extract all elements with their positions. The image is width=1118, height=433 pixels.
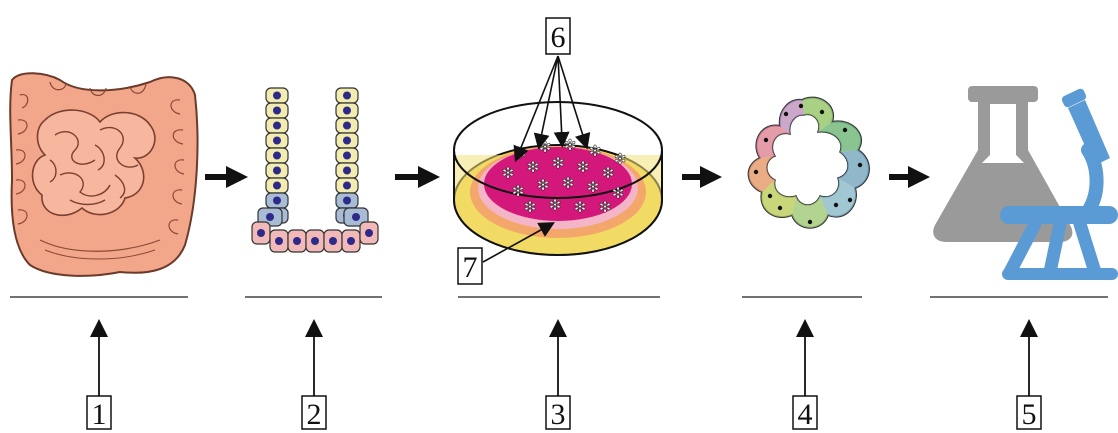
cell-nucleus (275, 237, 283, 245)
cell-nucleus (343, 92, 351, 100)
cell-nucleus (273, 122, 281, 130)
organoid-mark: ✻ (599, 198, 612, 216)
organoid-mark: ✻ (612, 184, 625, 202)
svg-text:7: 7 (463, 251, 478, 284)
svg-text:3: 3 (551, 398, 566, 431)
organoid-mark: ✻ (502, 164, 515, 182)
cell-nucleus (343, 197, 351, 205)
step-label-1: 1 (87, 328, 111, 431)
organoid-mark: ✻ (614, 150, 627, 168)
organoid-mark: ✻ (564, 136, 577, 154)
organoid-mark: ✻ (552, 154, 565, 172)
cell-nucleus (293, 237, 301, 245)
organoid-mark: ✻ (527, 158, 540, 176)
organoid-icon (749, 98, 869, 228)
cell-nucleus (347, 237, 355, 245)
svg-text:2: 2 (307, 398, 322, 431)
organoid-mark: ✻ (574, 198, 587, 216)
step-label-5: 5 (1017, 328, 1041, 431)
cell-nucleus (273, 137, 281, 145)
organoid-mark: ✻ (514, 144, 527, 162)
cell-nucleus (343, 152, 351, 160)
step-label-4: 4 (793, 328, 817, 431)
step-label-2: 2 (302, 328, 326, 431)
flow-arrow-1-2 (205, 166, 248, 188)
cell-nucleus (257, 229, 265, 237)
cell-nucleus (343, 137, 351, 145)
intestine-icon (10, 73, 197, 276)
organoid-mark: ✻ (587, 178, 600, 196)
petri-dish-icon: ✻✻✻✻✻✻✻✻✻✻✻✻✻✻✻✻✻✻✻ (454, 102, 662, 255)
epithelial-crypt-icon (252, 88, 378, 252)
cell-nucleus (329, 237, 337, 245)
cell-nucleus (273, 167, 281, 175)
flow-arrow-3-4 (682, 166, 722, 188)
cell-nucleus (343, 167, 351, 175)
cell-nucleus (365, 229, 373, 237)
cell-nucleus (343, 107, 351, 115)
cell-nucleus (343, 182, 351, 190)
organoid-mark: ✻ (549, 196, 562, 214)
cell-nucleus (266, 213, 274, 221)
organoid-mark: ✻ (577, 158, 590, 176)
cell-nucleus (352, 213, 360, 221)
flow-arrow-2-3 (395, 166, 440, 188)
cell-nucleus (273, 107, 281, 115)
svg-text:5: 5 (1022, 398, 1037, 431)
organoid-mark: ✻ (537, 176, 550, 194)
flow-arrow-4-5 (889, 166, 930, 188)
step-label-3: 3 (546, 328, 570, 431)
cell-nucleus (273, 152, 281, 160)
cell-nucleus (273, 197, 281, 205)
organoid-mark: ✻ (524, 198, 537, 216)
cell-nucleus (343, 122, 351, 130)
svg-text:1: 1 (92, 398, 107, 431)
organoid-mark: ✻ (512, 182, 525, 200)
cell-nucleus (311, 237, 319, 245)
organoid-mark: ✻ (602, 164, 615, 182)
cell-nucleus (273, 182, 281, 190)
cell-nucleus (273, 92, 281, 100)
organoid-mark: ✻ (562, 174, 575, 192)
organoid-mark: ✻ (589, 142, 602, 160)
svg-text:6: 6 (551, 21, 566, 54)
svg-text:4: 4 (798, 398, 813, 431)
callout-6: 6 (518, 18, 585, 155)
